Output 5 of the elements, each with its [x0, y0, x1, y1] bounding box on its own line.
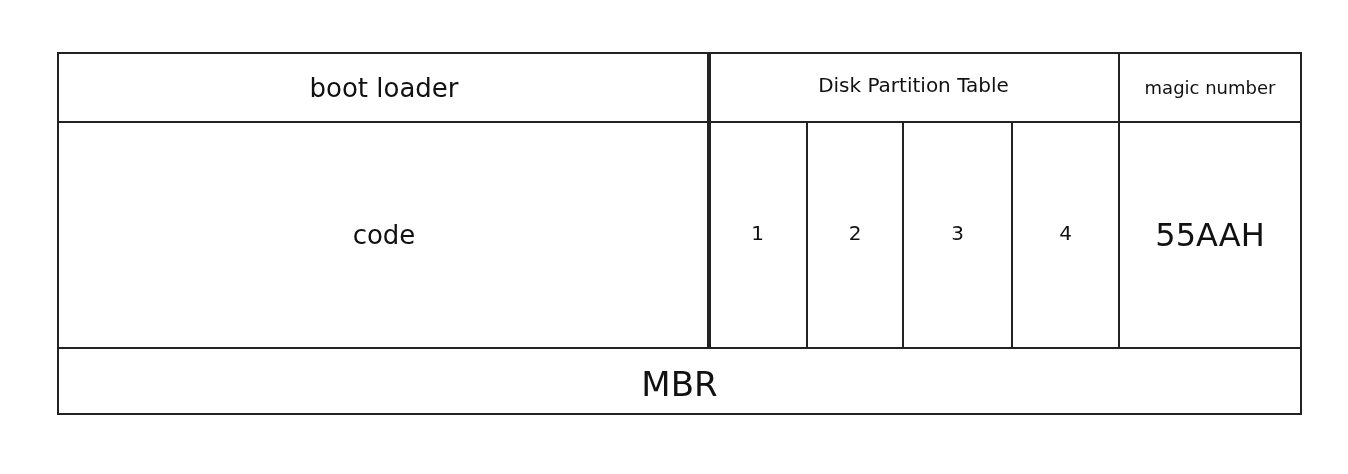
- footer-cell: MBR: [57, 347, 1302, 415]
- header-cell: magic number: [1118, 52, 1302, 123]
- code-cell: code: [57, 121, 711, 349]
- header-cell: boot loader: [57, 52, 711, 123]
- header-cell: Disk Partition Table: [707, 52, 1120, 123]
